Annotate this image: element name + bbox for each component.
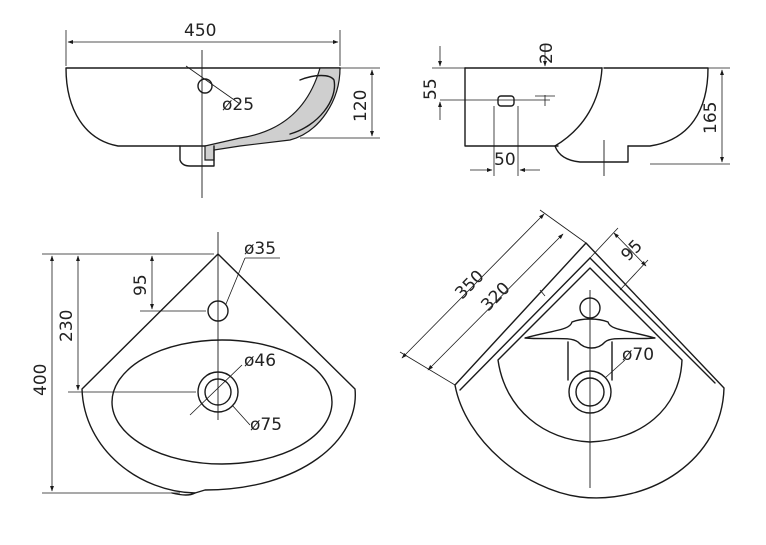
plan-outer-outline xyxy=(81,253,356,494)
iso-offset-dim xyxy=(613,232,647,267)
plan-hole-offset-label: 95 xyxy=(131,274,151,296)
side-wall-plate xyxy=(464,67,559,147)
side-bottom-label: 50 xyxy=(494,150,516,170)
iso-drain-label: ø70 xyxy=(622,345,654,365)
side-drain xyxy=(554,145,629,163)
side-view: 20 55 50 165 xyxy=(421,42,730,176)
side-front-bowl xyxy=(603,67,709,147)
front-height-label: 120 xyxy=(351,90,371,122)
plan-view: 95 230 400 ø35 ø46 ø75 xyxy=(31,232,356,496)
iso-ext-bottom xyxy=(399,351,456,386)
side-left-label: 55 xyxy=(421,78,441,100)
plan-hole-label: ø35 xyxy=(244,239,276,259)
front-drain xyxy=(179,145,215,167)
front-inner-contour xyxy=(289,74,336,135)
plan-hole-leader xyxy=(225,257,246,305)
side-rear-curve xyxy=(554,67,603,147)
iso-outer-outline xyxy=(454,242,725,499)
side-top-label: 20 xyxy=(537,42,557,64)
iso-offset-ext-a xyxy=(589,227,619,259)
front-hole-leader xyxy=(185,65,241,105)
plan-drain-offset-label: 230 xyxy=(57,310,77,342)
plan-lip xyxy=(171,492,196,496)
iso-drain-leader xyxy=(604,359,626,379)
plan-drain-outer-label: ø75 xyxy=(250,415,282,435)
iso-offset-ext-b xyxy=(619,259,649,291)
plan-outer-leader xyxy=(231,404,251,426)
iso-ext-top xyxy=(539,209,587,244)
iso-faucet-deck xyxy=(524,318,656,349)
side-height-label: 165 xyxy=(701,102,721,134)
iso-inner-edge-right xyxy=(589,257,716,384)
plan-inner-bowl xyxy=(111,339,333,465)
front-view: 450 120 ø25 xyxy=(65,21,380,198)
iso-inner-dim xyxy=(427,233,564,371)
iso-view: 350 320 95 ø70 xyxy=(399,209,725,499)
front-hole-label: ø25 xyxy=(222,95,254,115)
plan-depth-label: 400 xyxy=(31,364,51,396)
front-tap-hole xyxy=(197,78,213,94)
plan-drain-inner-label: ø46 xyxy=(244,351,276,371)
plan-inner-leader xyxy=(189,364,243,416)
side-tap-hole xyxy=(497,95,515,107)
front-width-label: 450 xyxy=(184,21,216,41)
